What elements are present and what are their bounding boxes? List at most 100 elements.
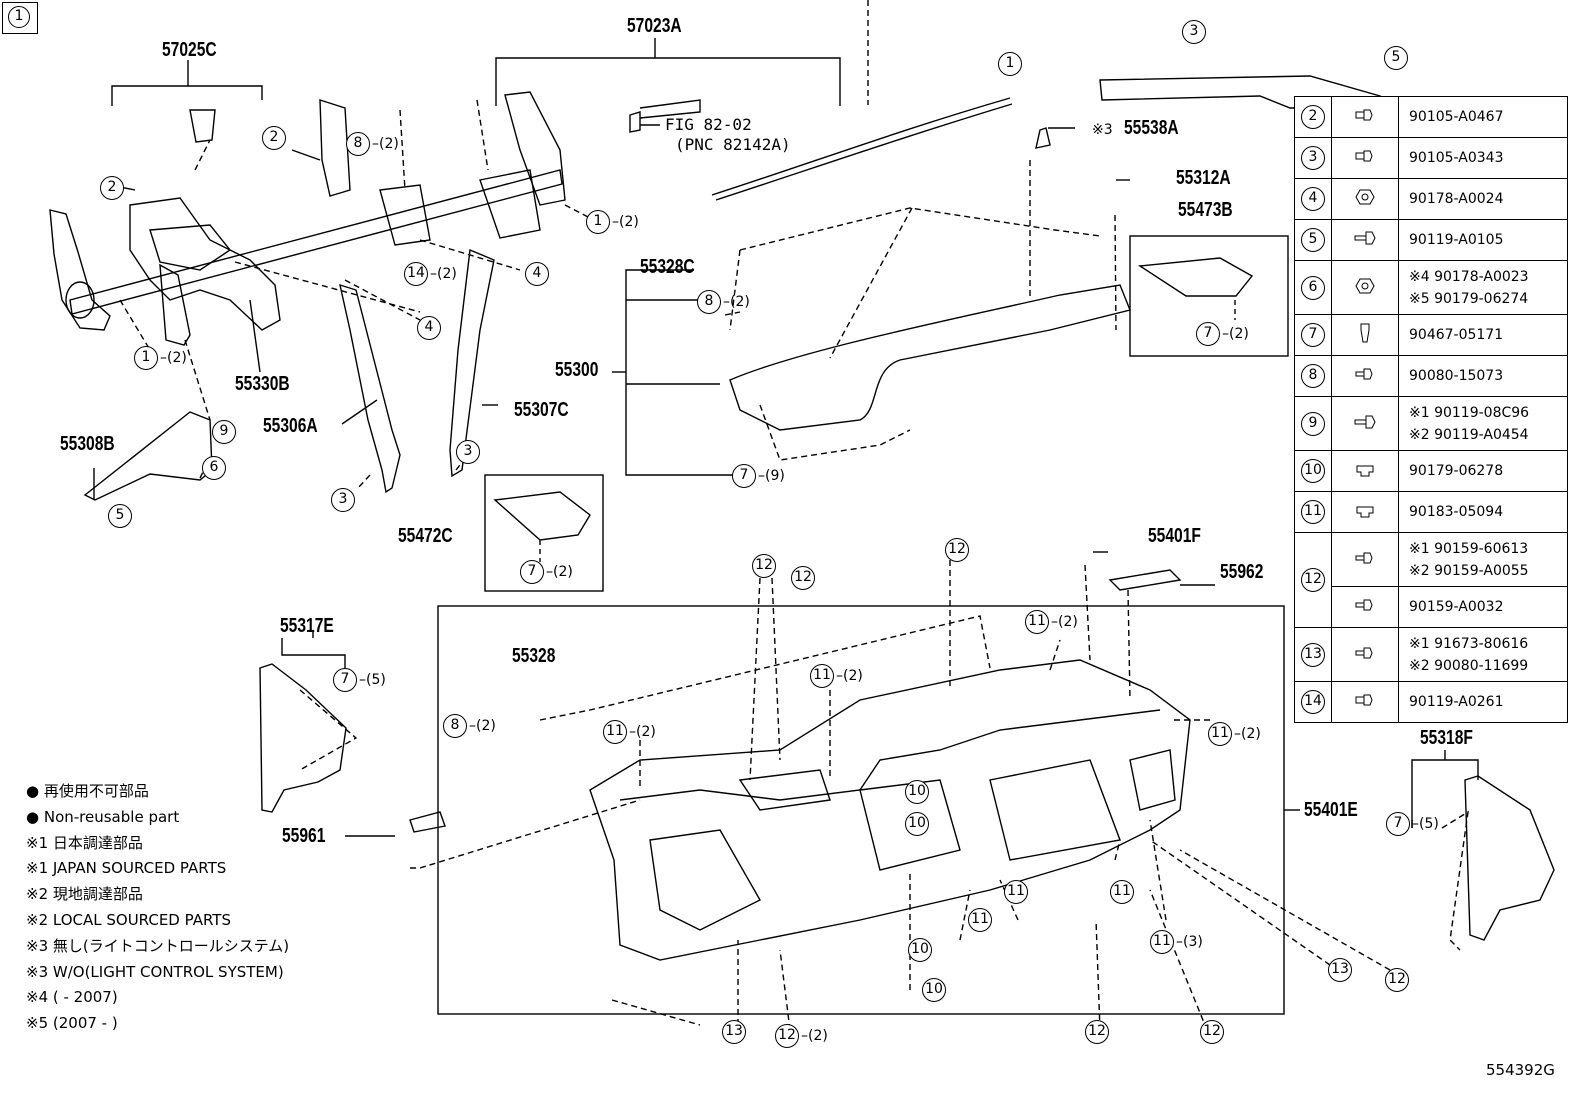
fastener-part-number[interactable]: ※1 90119-08C96※2 90119-A0454 <box>1398 396 1568 451</box>
callout-11[interactable]: 11 <box>1110 880 1134 904</box>
callout-12[interactable]: 12 <box>775 1024 799 1048</box>
part-number-label[interactable]: 55308B <box>60 433 115 455</box>
callout-5[interactable]: 5 <box>108 504 132 528</box>
callout-7[interactable]: 7 <box>520 560 544 584</box>
fastener-part-number[interactable]: 90159-A0032 <box>1398 586 1568 628</box>
fastener-part-number[interactable]: 90105-A0343 <box>1398 137 1568 179</box>
callout-12[interactable]: 12 <box>945 538 969 562</box>
callout-4[interactable]: 4 <box>525 262 549 286</box>
callout-11[interactable]: 11 <box>1025 610 1049 634</box>
part-number-label[interactable]: 55473B <box>1178 199 1233 221</box>
callout-2[interactable]: 2 <box>100 176 124 200</box>
callout-13[interactable]: 13 <box>1328 958 1352 982</box>
callout-11[interactable]: 11 <box>810 664 834 688</box>
part-number-label[interactable]: 55306A <box>263 415 318 437</box>
part-number-label[interactable]: 55401E <box>1304 799 1358 821</box>
fastener-row[interactable]: 6※4 90178-A0023※5 90179-06274 <box>1294 260 1568 315</box>
callout-8[interactable]: 8 <box>346 132 370 156</box>
fig-reference[interactable]: FIG 82-02 <box>665 115 752 134</box>
callout-7[interactable]: 7 <box>1196 322 1220 346</box>
callout-3[interactable]: 3 <box>456 440 480 464</box>
callout-7[interactable]: 7 <box>333 668 357 692</box>
callout-4[interactable]: 4 <box>417 316 441 340</box>
fastener-row[interactable]: 90159-A0032 <box>1295 586 1568 628</box>
fastener-part-number[interactable]: 90119-A0105 <box>1398 219 1568 261</box>
callout-12[interactable]: 12 <box>791 566 815 590</box>
fastener-part-number[interactable]: 90080-15073 <box>1398 355 1568 397</box>
fastener-part-number[interactable]: ※1 91673-80616※2 90080-11699 <box>1398 627 1568 682</box>
fastener-part-number[interactable]: 90467-05171 <box>1398 314 1568 356</box>
callout-7[interactable]: 7 <box>1386 812 1410 836</box>
callout-10[interactable]: 10 <box>905 780 929 804</box>
callout-7[interactable]: 7 <box>732 464 756 488</box>
fastener-part-number[interactable]: 90119-A0261 <box>1398 681 1568 723</box>
part-number-label[interactable]: 55328 <box>512 645 556 667</box>
part-number-label[interactable]: 55312A <box>1176 167 1231 189</box>
callout-8[interactable]: 8 <box>697 290 721 314</box>
callout-13[interactable]: 13 <box>722 1020 746 1044</box>
part-number-label[interactable]: 57023A <box>627 15 682 37</box>
fastener-ref: 4 <box>1294 178 1332 220</box>
part-number-label[interactable]: 55317E <box>280 615 334 637</box>
fastener-part-number[interactable]: 90178-A0024 <box>1398 178 1568 220</box>
callout-11[interactable]: 11 <box>1208 722 1232 746</box>
part-number-label[interactable]: 55472C <box>398 525 453 547</box>
part-number-label[interactable]: 57025C <box>162 39 217 61</box>
callout-12[interactable]: 12 <box>1085 1020 1109 1044</box>
part-number-label[interactable]: 55962 <box>1220 561 1264 583</box>
callout-11[interactable]: 11 <box>1004 880 1028 904</box>
callout-12[interactable]: 12 <box>752 554 776 578</box>
callout-10[interactable]: 10 <box>908 938 932 962</box>
fastener-part-number[interactable]: 90179-06278 <box>1398 450 1568 492</box>
part-number-label[interactable]: 55318F <box>1420 727 1473 749</box>
callout-11[interactable]: 11 <box>603 720 627 744</box>
callout-10[interactable]: 10 <box>905 812 929 836</box>
legend-note: ※3 W/O(LIGHT CONTROL SYSTEM) <box>26 962 284 981</box>
callout-quantity: –(2) <box>1051 614 1078 630</box>
callout-3[interactable]: 3 <box>331 488 355 512</box>
callout-5[interactable]: 5 <box>1384 46 1408 70</box>
fastener-part-number[interactable]: ※1 90159-60613※2 90159-A0055 <box>1398 532 1568 587</box>
note-mark: ※3 <box>1092 122 1113 138</box>
part-number-label[interactable]: 55300 <box>555 359 599 381</box>
callout-quantity: –(2) <box>629 724 656 740</box>
callout-8[interactable]: 8 <box>443 714 467 738</box>
fastener-part-number[interactable]: 90183-05094 <box>1398 491 1568 533</box>
fastener-row[interactable]: 13※1 91673-80616※2 90080-11699 <box>1294 627 1568 682</box>
clip-icon <box>1331 314 1399 356</box>
part-number-label[interactable]: 55330B <box>235 373 290 395</box>
callout-2[interactable]: 2 <box>262 126 286 150</box>
callout-14[interactable]: 14 <box>404 262 428 286</box>
callout-11[interactable]: 11 <box>1150 930 1174 954</box>
brace-55307C-drawing <box>449 248 495 478</box>
fastener-part-number[interactable]: ※4 90178-A0023※5 90179-06274 <box>1398 260 1568 315</box>
fastener-row[interactable]: 9※1 90119-08C96※2 90119-A0454 <box>1294 396 1568 451</box>
callout-6[interactable]: 6 <box>202 456 226 480</box>
callout-12[interactable]: 12 <box>1385 968 1409 992</box>
fastener-part-number[interactable]: 90105-A0467 <box>1398 96 1568 138</box>
part-number-label[interactable]: 55328C <box>640 256 695 278</box>
part-number-label[interactable]: 55961 <box>282 825 326 847</box>
part-number-label[interactable]: 55401F <box>1148 525 1201 547</box>
callout-9[interactable]: 9 <box>212 420 236 444</box>
callout-11[interactable]: 11 <box>968 908 992 932</box>
callout-10[interactable]: 10 <box>922 978 946 1002</box>
callout-1[interactable]: 1 <box>586 210 610 234</box>
part-number-label[interactable]: 55538A <box>1124 117 1179 139</box>
fastener-row[interactable]: 12※1 90159-60613※2 90159-A0055 <box>1294 532 1568 628</box>
part-number-label[interactable]: 55307C <box>514 399 569 421</box>
callout-3[interactable]: 3 <box>1182 20 1206 44</box>
callout-1[interactable]: 1 <box>998 52 1022 76</box>
fastener-row[interactable]: 4 90178-A0024 <box>1294 178 1568 220</box>
side-panel-55318F-drawing <box>1464 775 1555 941</box>
callout-12[interactable]: 12 <box>1200 1020 1224 1044</box>
callout-1[interactable]: 1 <box>134 346 158 370</box>
